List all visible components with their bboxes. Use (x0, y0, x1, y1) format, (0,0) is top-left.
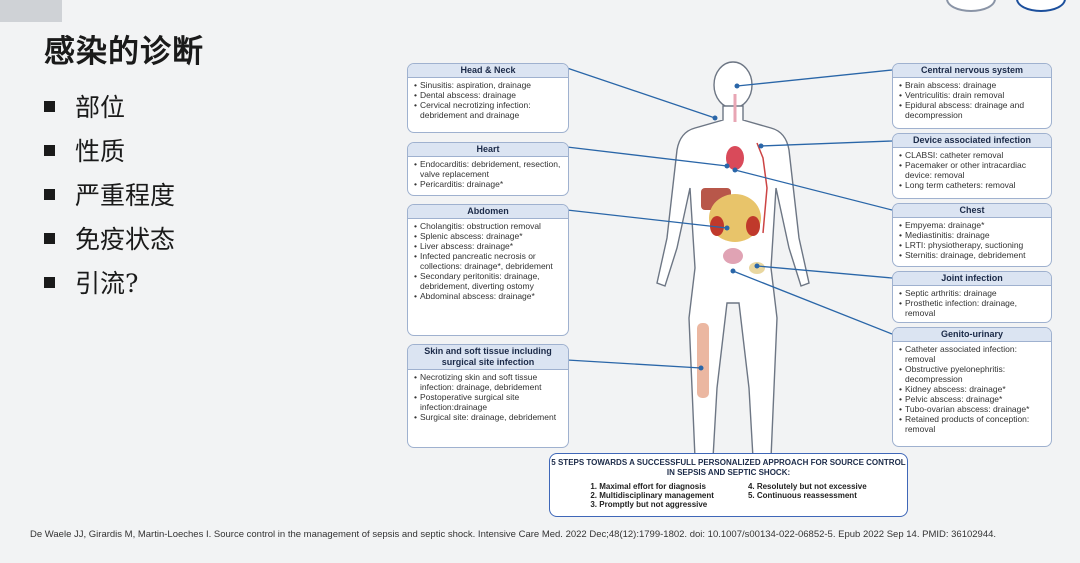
bullet-square-icon (44, 188, 55, 200)
steps-left-column: 1. Maximal effort for diagnosis 2. Multi… (590, 482, 714, 509)
bullet-item: 免疫状态 (44, 216, 175, 260)
box-item: Tubo-ovarian abscess: drainage* (899, 404, 1047, 414)
human-body-outline (656, 61, 810, 491)
box-item: Liver abscess: drainage* (414, 241, 564, 251)
box-item: Septic arthritis: drainage (899, 288, 1047, 298)
box-item: Cholangitis: obstruction removal (414, 221, 564, 231)
corner-tab (0, 0, 62, 22)
box-title: Skin and soft tissue including surgical … (408, 345, 568, 370)
box-item: Pericarditis: drainage* (414, 179, 564, 189)
box-title: Joint infection (893, 272, 1051, 286)
connector-lines (566, 67, 893, 369)
box-title: Device associated infection (893, 134, 1051, 148)
bullet-item: 严重程度 (44, 172, 175, 216)
box-item: Retained products of conception: removal (899, 414, 1047, 434)
box-heart: Heart Endocarditis: debridement, resecti… (407, 142, 569, 196)
anatomy-diagram (566, 61, 893, 491)
step-item: 4. Resolutely but not excessive (747, 482, 867, 491)
box-item: Mediastinitis: drainage (899, 230, 1047, 240)
step-item: 5. Continuous reassessment (747, 491, 857, 500)
box-item: LRTI: physiotherapy, suctioning (899, 240, 1047, 250)
bullet-item: 部位 (44, 84, 175, 128)
source-control-figure: Head & Neck Sinusitis: aspiration, drain… (405, 58, 1055, 518)
box-title: Abdomen (408, 205, 568, 219)
box-item: Secondary peritonitis: drainage, debride… (414, 271, 564, 291)
bullet-item: 性质 (44, 128, 175, 172)
box-abdomen: Abdomen Cholangitis: obstruction removal… (407, 204, 569, 336)
connector-dots (698, 83, 764, 371)
box-device-associated-infection: Device associated infection CLABSI: cath… (892, 133, 1052, 199)
box-item: Infected pancreatic necrosis or collecti… (414, 251, 564, 271)
bullet-square-icon (44, 100, 55, 112)
box-title: Central nervous system (893, 64, 1051, 78)
box-head-neck: Head & Neck Sinusitis: aspiration, drain… (407, 63, 569, 133)
box-item: Pelvic abscess: drainage* (899, 394, 1047, 404)
box-item: Necrotizing skin and soft tissue infecti… (414, 372, 564, 392)
step-item: 2. Multidisciplinary management (590, 491, 714, 500)
box-skin-soft-tissue: Skin and soft tissue including surgical … (407, 344, 569, 448)
five-steps-box: 5 STEPS TOWARDS A SUCCESSFULL PERSONALIZ… (549, 453, 908, 517)
box-central-nervous-system: Central nervous system Brain abscess: dr… (892, 63, 1052, 129)
step-item: 1. Maximal effort for diagnosis (590, 482, 706, 491)
steps-columns: 1. Maximal effort for diagnosis 2. Multi… (550, 482, 907, 509)
box-item: Cervical necrotizing infection: debridem… (414, 100, 564, 120)
box-item: Obstructive pyelonephritis: decompressio… (899, 364, 1047, 384)
box-title: Genito-urinary (893, 328, 1051, 342)
partner-logo (1016, 0, 1066, 12)
organs (697, 94, 768, 398)
box-item: Pacemaker or other intracardiac device: … (899, 160, 1047, 180)
bullet-square-icon (44, 232, 55, 244)
citation-reference: De Waele JJ, Girardis M, Martin-Loeches … (30, 529, 997, 540)
box-chest: Chest Empyema: drainage* Mediastinitis: … (892, 203, 1052, 267)
box-item: Epidural abscess: drainage and decompres… (899, 100, 1047, 120)
box-item: Surgical site: drainage, debridement (414, 412, 564, 422)
box-title: Chest (893, 204, 1051, 218)
bullet-list: 部位 性质 严重程度 免疫状态 引流? (44, 84, 175, 304)
slide-title: 感染的诊断 (44, 34, 204, 70)
institution-logo (946, 0, 996, 12)
box-item: Postoperative surgical site infection:dr… (414, 392, 564, 412)
bullet-square-icon (44, 276, 55, 288)
box-item: Abdominal abscess: drainage* (414, 291, 564, 301)
box-item: Ventriculitis: drain removal (899, 90, 1047, 100)
box-title: Head & Neck (408, 64, 568, 78)
step-item: 3. Promptly but not aggressive (590, 500, 708, 509)
box-title: Heart (408, 143, 568, 157)
box-item: Long term catheters: removal (899, 180, 1047, 190)
box-joint-infection: Joint infection Septic arthritis: draina… (892, 271, 1052, 323)
box-item: Endocarditis: debridement, resection, va… (414, 159, 564, 179)
bullet-item: 引流? (44, 260, 175, 304)
box-item: Sternitis: drainage, debridement (899, 250, 1047, 260)
bullet-square-icon (44, 144, 55, 156)
box-item: Sinusitis: aspiration, drainage (414, 80, 564, 90)
box-item: Brain abscess: drainage (899, 80, 1047, 90)
box-item: Splenic abscess: drainage* (414, 231, 564, 241)
box-item: Catheter associated infection: removal (899, 344, 1047, 364)
box-item: CLABSI: catheter removal (899, 150, 1047, 160)
steps-title: 5 STEPS TOWARDS A SUCCESSFULL PERSONALIZ… (551, 458, 906, 477)
box-item: Kidney abscess: drainage* (899, 384, 1047, 394)
box-item: Empyema: drainage* (899, 220, 1047, 230)
box-item: Prosthetic infection: drainage, removal (899, 298, 1047, 318)
box-item: Dental abscess: drainage (414, 90, 564, 100)
box-genito-urinary: Genito-urinary Catheter associated infec… (892, 327, 1052, 447)
steps-right-column: 4. Resolutely but not excessive 5. Conti… (748, 482, 867, 509)
